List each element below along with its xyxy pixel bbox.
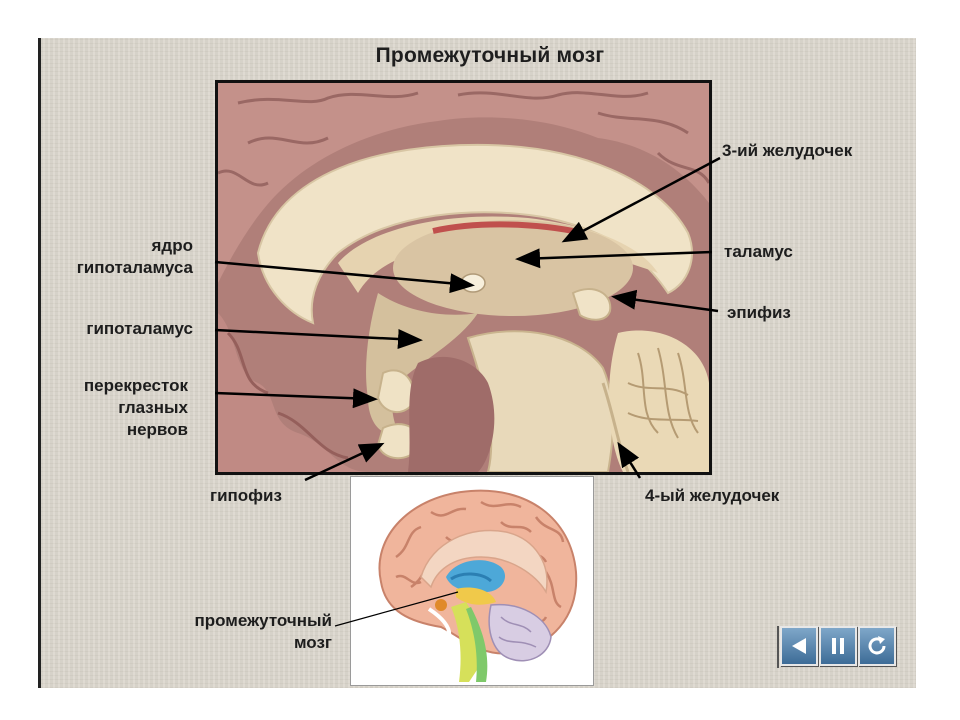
label-epiphysis: эпифиз [727, 303, 791, 322]
label-thalamus: таламус [724, 242, 793, 261]
pause-button[interactable] [819, 626, 857, 666]
label-diencephalon: промежуточный мозг [150, 610, 332, 654]
label-hypothalamus-nucleus-line1: ядро [151, 236, 193, 255]
label-third-ventricle: 3-ий желудочек [722, 141, 853, 160]
replay-button[interactable] [858, 626, 896, 666]
arrow-optic-chiasm [214, 388, 378, 409]
back-button[interactable] [780, 626, 818, 666]
label-hypothalamus-nucleus: ядро гипоталамуса [40, 235, 193, 279]
label-optic-chiasm-line2: глазных [118, 398, 188, 417]
label-diencephalon-line2: мозг [293, 633, 332, 652]
label-hypothalamus: гипоталамус [86, 319, 193, 338]
arrow-fourth-ventricle [617, 441, 642, 479]
slide-title: Промежуточный мозг [375, 44, 605, 67]
arrow-third-ventricle [561, 156, 721, 243]
label-fourth-ventricle: 4-ый желудочек [645, 486, 780, 505]
label-diencephalon-line1: промежуточный [194, 611, 332, 630]
label-optic-chiasm-line1: перекресток [83, 376, 188, 395]
label-hypothalamus-nucleus-line2: гипоталамуса [76, 258, 193, 277]
pause-icon [832, 638, 844, 654]
arrow-thalamus [515, 248, 713, 269]
back-icon [792, 638, 806, 654]
pointer-diencephalon [334, 591, 459, 627]
label-optic-chiasm: перекресток глазных нервов [40, 375, 188, 441]
label-pituitary: гипофиз [210, 486, 282, 505]
label-optic-chiasm-line3: нервов [126, 420, 188, 439]
brain-overview-image [350, 476, 594, 686]
arrow-hypothalamus-nucleus [214, 260, 475, 294]
arrow-hypothalamus [214, 328, 423, 350]
arrow-epiphysis [611, 289, 719, 313]
arrow-pituitary [304, 442, 385, 482]
nav-separator [777, 626, 779, 668]
slide-left-rule [38, 38, 41, 688]
replay-icon [868, 636, 886, 655]
